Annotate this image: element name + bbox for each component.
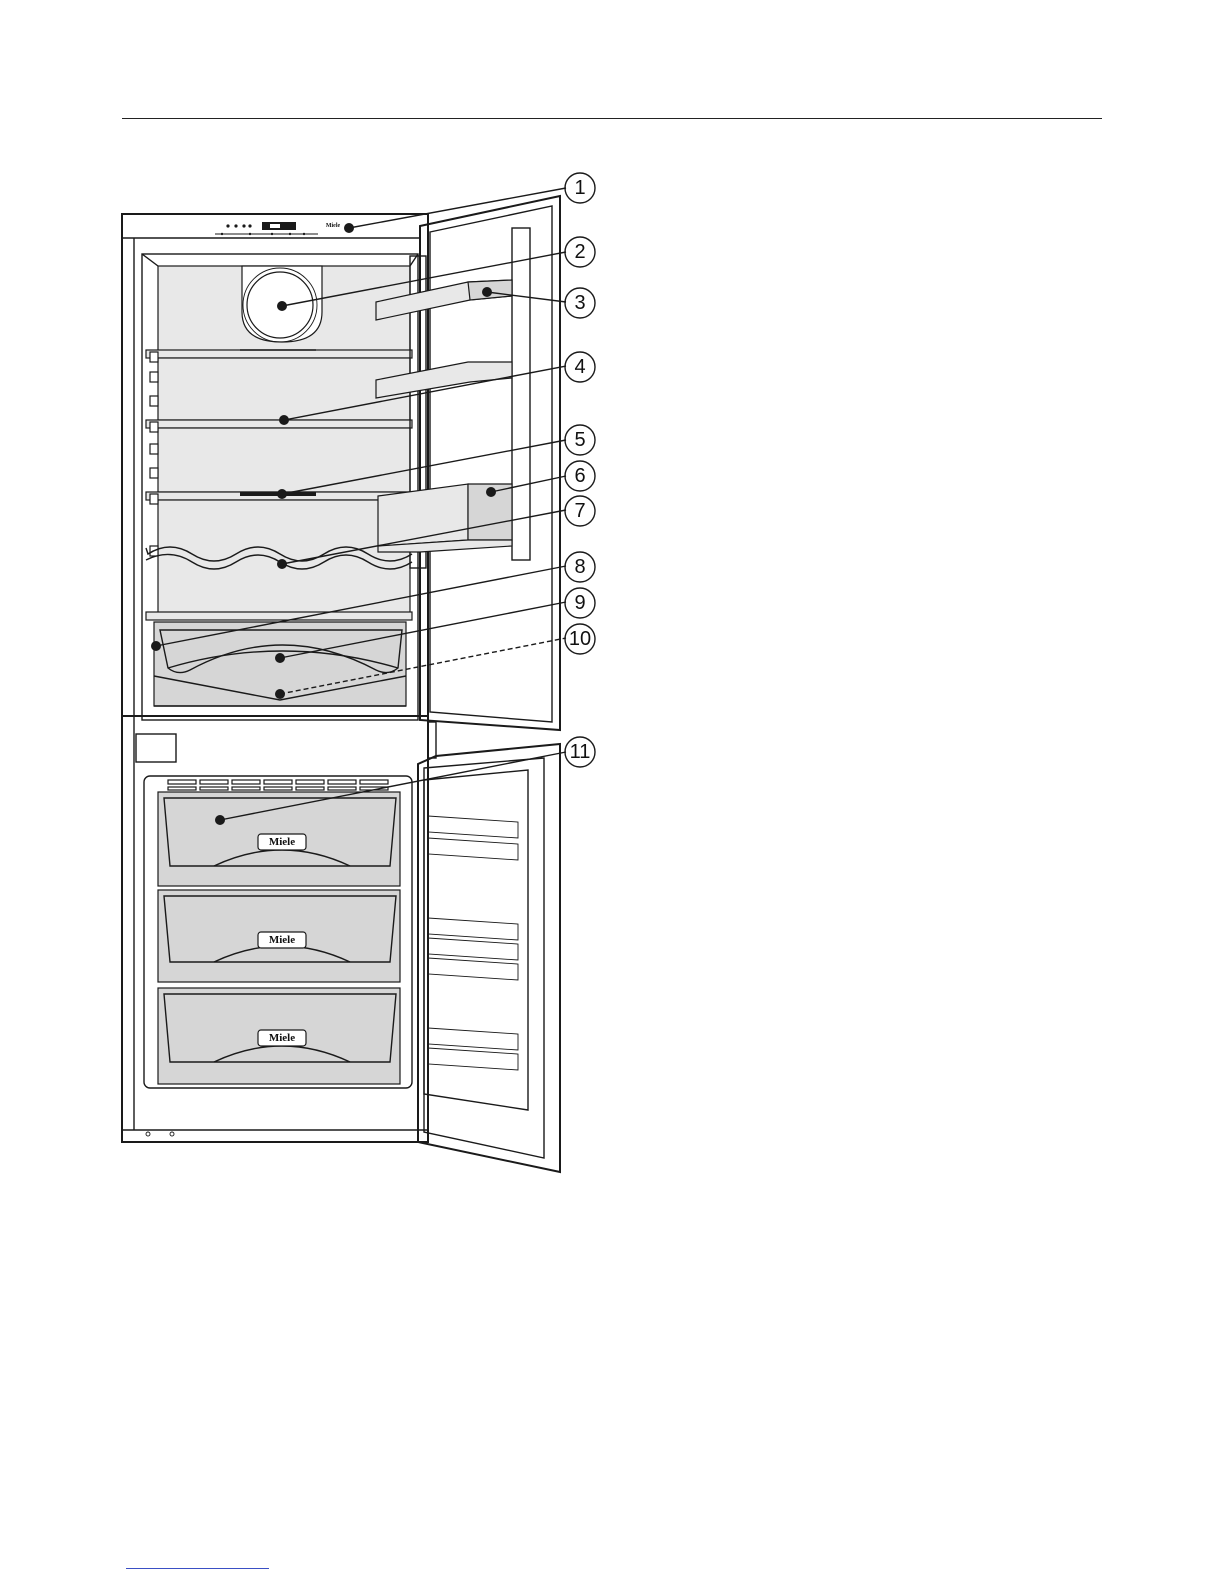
callout-5: 5 <box>565 425 595 455</box>
freezer-vents <box>168 780 388 790</box>
svg-text:2: 2 <box>574 241 585 263</box>
drawer-2-brand-logo: Miele <box>269 934 295 946</box>
freezer-drawer-3: Miele <box>158 988 400 1084</box>
svg-text:6: 6 <box>574 465 585 487</box>
svg-text:5: 5 <box>574 429 585 451</box>
svg-text:1: 1 <box>574 177 585 199</box>
svg-text:10: 10 <box>569 628 591 650</box>
svg-text:3: 3 <box>574 292 585 314</box>
cabinet: Miele <box>122 214 428 1142</box>
fridge-back-wall-2 <box>158 358 410 420</box>
callout-6: 6 <box>565 461 595 491</box>
callout-8: 8 <box>565 552 595 582</box>
glass-plate <box>146 612 412 620</box>
callout-1: 1 <box>565 173 595 203</box>
foot-icon <box>146 1132 150 1136</box>
callout-markers: 1 2 3 4 5 6 7 8 9 10 11 <box>565 173 595 767</box>
freezer-door-compartments <box>428 816 518 1070</box>
door-handle-recess <box>512 228 530 560</box>
callout-10: 10 <box>565 624 595 654</box>
control-panel: Miele <box>215 222 340 235</box>
freezer-drawer-1: Miele <box>158 792 400 886</box>
freezer-drawer-2: Miele <box>158 890 400 982</box>
callout-3: 3 <box>565 288 595 318</box>
shelf-supports <box>150 352 158 556</box>
drawer-1-brand-logo: Miele <box>269 836 295 848</box>
foot-icon <box>170 1132 174 1136</box>
svg-text:9: 9 <box>574 592 585 614</box>
fridge-compartment <box>122 254 428 720</box>
door-gap <box>428 722 436 758</box>
freezer-compartment: Miele Miele Miele <box>144 776 412 1088</box>
shelf-2 <box>146 420 412 428</box>
callout-7: 7 <box>565 496 595 526</box>
callout-2: 2 <box>565 237 595 267</box>
svg-text:11: 11 <box>570 741 591 763</box>
callout-9: 9 <box>565 588 595 618</box>
callout-11: 11 <box>565 737 595 767</box>
rating-plate <box>136 734 176 762</box>
shelf-1 <box>146 350 412 358</box>
svg-text:4: 4 <box>574 356 585 378</box>
svg-text:7: 7 <box>574 500 585 522</box>
svg-text:8: 8 <box>574 556 585 578</box>
drawer-3-brand-logo: Miele <box>269 1032 295 1044</box>
callout-4: 4 <box>565 352 595 382</box>
panel-brand-logo: Miele <box>326 223 341 229</box>
freezer-door <box>418 744 560 1172</box>
